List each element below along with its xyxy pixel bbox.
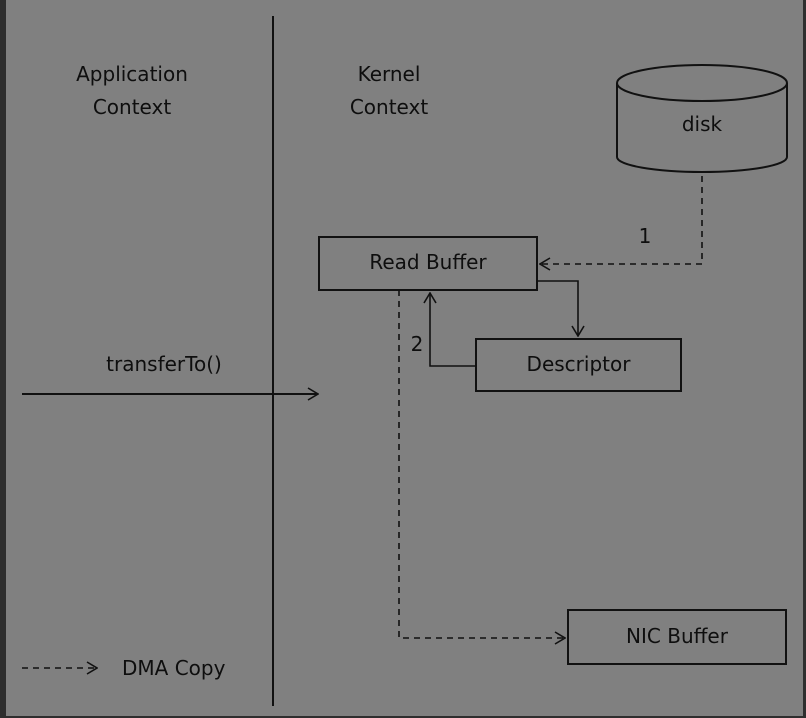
application-context-line1: Application [76, 62, 188, 86]
disk-cylinder [616, 64, 788, 173]
disk-label: disk [681, 112, 723, 136]
legend-dma-copy-label: DMA Copy [122, 656, 226, 680]
dma-arrow-read-buffer-to-nic-buffer [398, 290, 565, 638]
nic-buffer-box [567, 609, 787, 665]
kernel-context-line2: Context [349, 95, 429, 119]
step-2-label: 2 [410, 332, 424, 356]
descriptor-label: Descriptor [526, 352, 631, 376]
transfer-to-label: transferTo() [106, 352, 222, 376]
application-context-heading: Application Context [52, 58, 212, 124]
dma-arrow-disk-to-read-buffer [540, 176, 703, 264]
kernel-context-heading: Kernel Context [324, 58, 454, 124]
read-buffer-box [318, 236, 538, 291]
arrow-descriptor-to-read-buffer [430, 293, 476, 367]
diagram-background [6, 0, 803, 716]
kernel-context-line1: Kernel [357, 62, 421, 86]
arrow-read-buffer-to-descriptor [537, 280, 578, 336]
step-1-label: 1 [638, 224, 652, 248]
read-buffer-label: Read Buffer [369, 250, 487, 274]
nic-buffer-label: NIC Buffer [626, 624, 728, 648]
descriptor-box [475, 338, 682, 392]
application-context-line2: Context [92, 95, 172, 119]
